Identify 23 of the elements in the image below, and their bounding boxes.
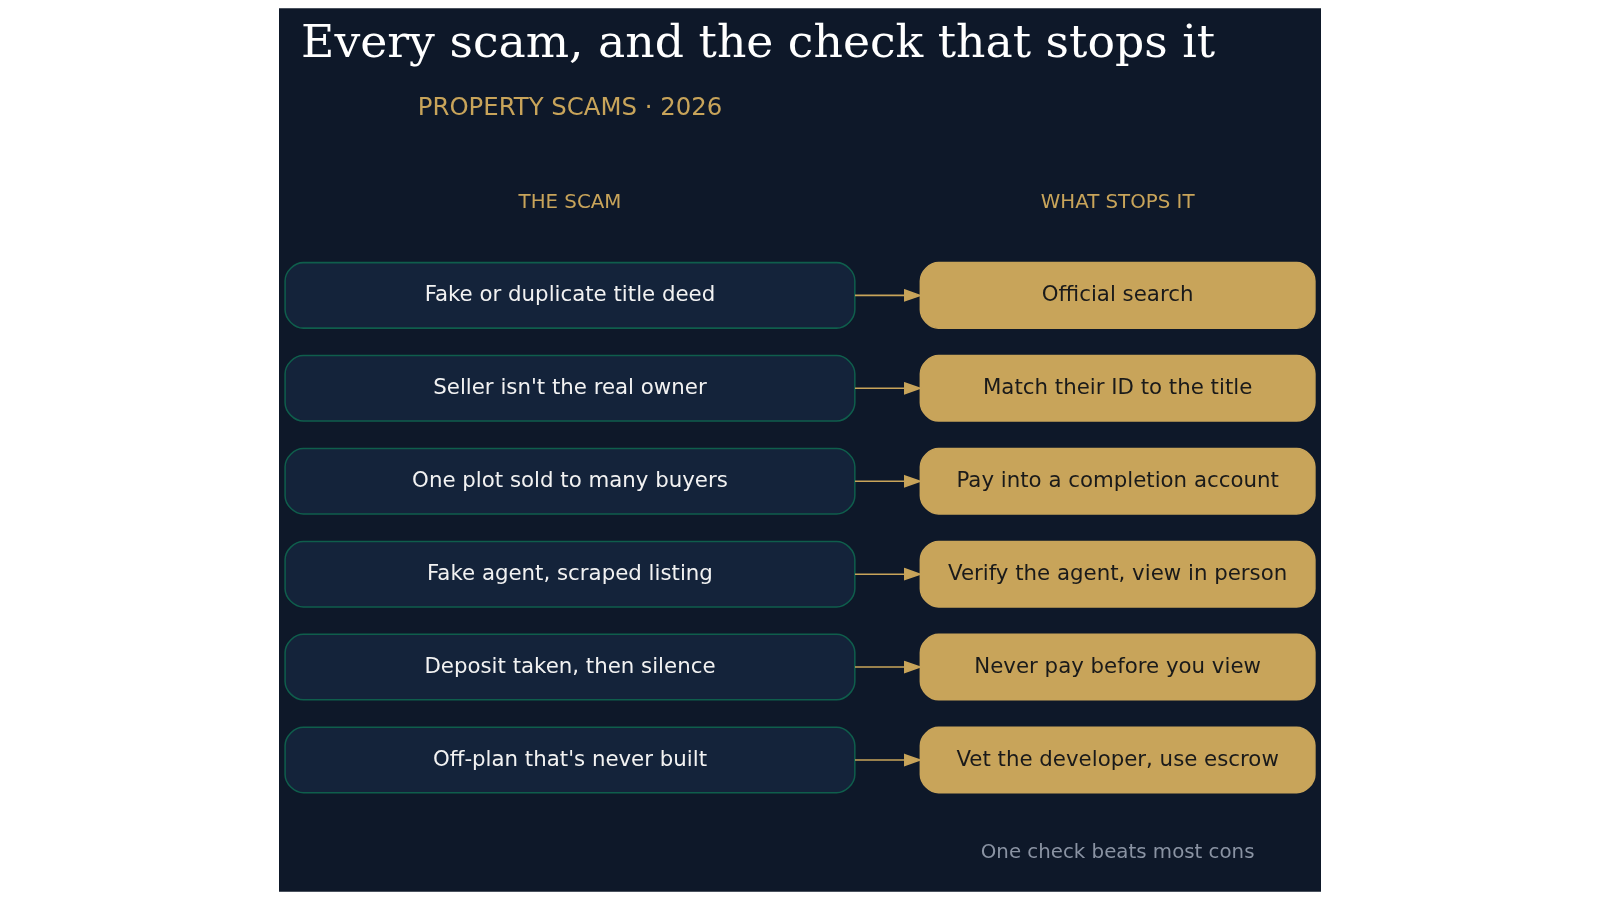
arrow — [854, 753, 923, 767]
node-box: Fake agent, scraped listing — [284, 540, 856, 608]
node-box: Official search — [919, 261, 1316, 329]
arrow — [854, 567, 923, 581]
node-box: Off-plan that's never built — [284, 726, 856, 794]
node-box: Vet the developer, use escrow — [919, 726, 1316, 794]
arrow — [854, 381, 923, 395]
arrow — [854, 474, 923, 488]
label: One check beats most cons — [980, 840, 1255, 864]
node-box: Match their ID to the title — [919, 354, 1316, 422]
node-box: Verify the agent, view in person — [919, 540, 1316, 608]
node-box: Pay into a completion account — [919, 447, 1316, 515]
arrow — [854, 660, 923, 674]
label: WHAT STOPS IT — [1040, 189, 1195, 213]
node-box: Never pay before you view — [919, 633, 1316, 701]
label: THE SCAM — [518, 189, 622, 213]
arrow — [854, 288, 923, 302]
label: PROPERTY SCAMS · 2026 — [417, 92, 723, 122]
node-box: Fake or duplicate title deed — [284, 261, 856, 329]
node-box: Seller isn't the real owner — [284, 354, 856, 422]
node-box: One plot sold to many buyers — [284, 447, 856, 515]
node-box: Deposit taken, then silence — [284, 633, 856, 701]
diagram-title: Every scam, and the check that stops it — [301, 14, 1216, 68]
